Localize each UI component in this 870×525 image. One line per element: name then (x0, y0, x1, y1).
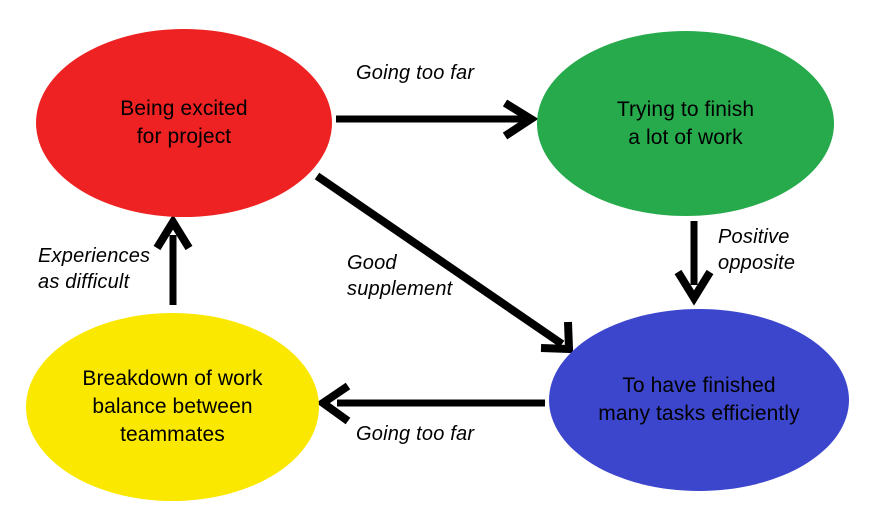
edge-blue-to-yellow (316, 382, 545, 425)
node-breakdown-of-work-balance[interactable]: Breakdown of work balance between teamma… (26, 313, 319, 501)
edge-red-to-green (336, 99, 539, 140)
node-label: Trying to finish a lot of work (616, 97, 755, 149)
node-trying-to-finish-a-lot-of-work[interactable]: Trying to finish a lot of work (537, 31, 834, 216)
node-label: Breakdown of work balance between teamma… (82, 367, 263, 446)
edge-label-red-to-blue: Good supplement (347, 252, 453, 300)
node-being-excited-for-project[interactable]: Being excited for project (36, 29, 332, 217)
node-label: To have finished many tasks efficiently (598, 374, 800, 425)
node-label: Being excited for project (120, 97, 248, 148)
edge-green-to-blue (674, 221, 714, 306)
edge-label-blue-to-yellow: Going too far (356, 423, 475, 445)
edge-label-yellow-to-red: Experiences as difficult (38, 245, 151, 293)
edge-label-red-to-green: Going too far (356, 62, 475, 84)
node-to-have-finished-many-tasks[interactable]: To have finished many tasks efficiently (549, 309, 849, 491)
edge-label-green-to-blue: Positive opposite (718, 226, 796, 274)
edge-yellow-to-red (153, 214, 193, 305)
